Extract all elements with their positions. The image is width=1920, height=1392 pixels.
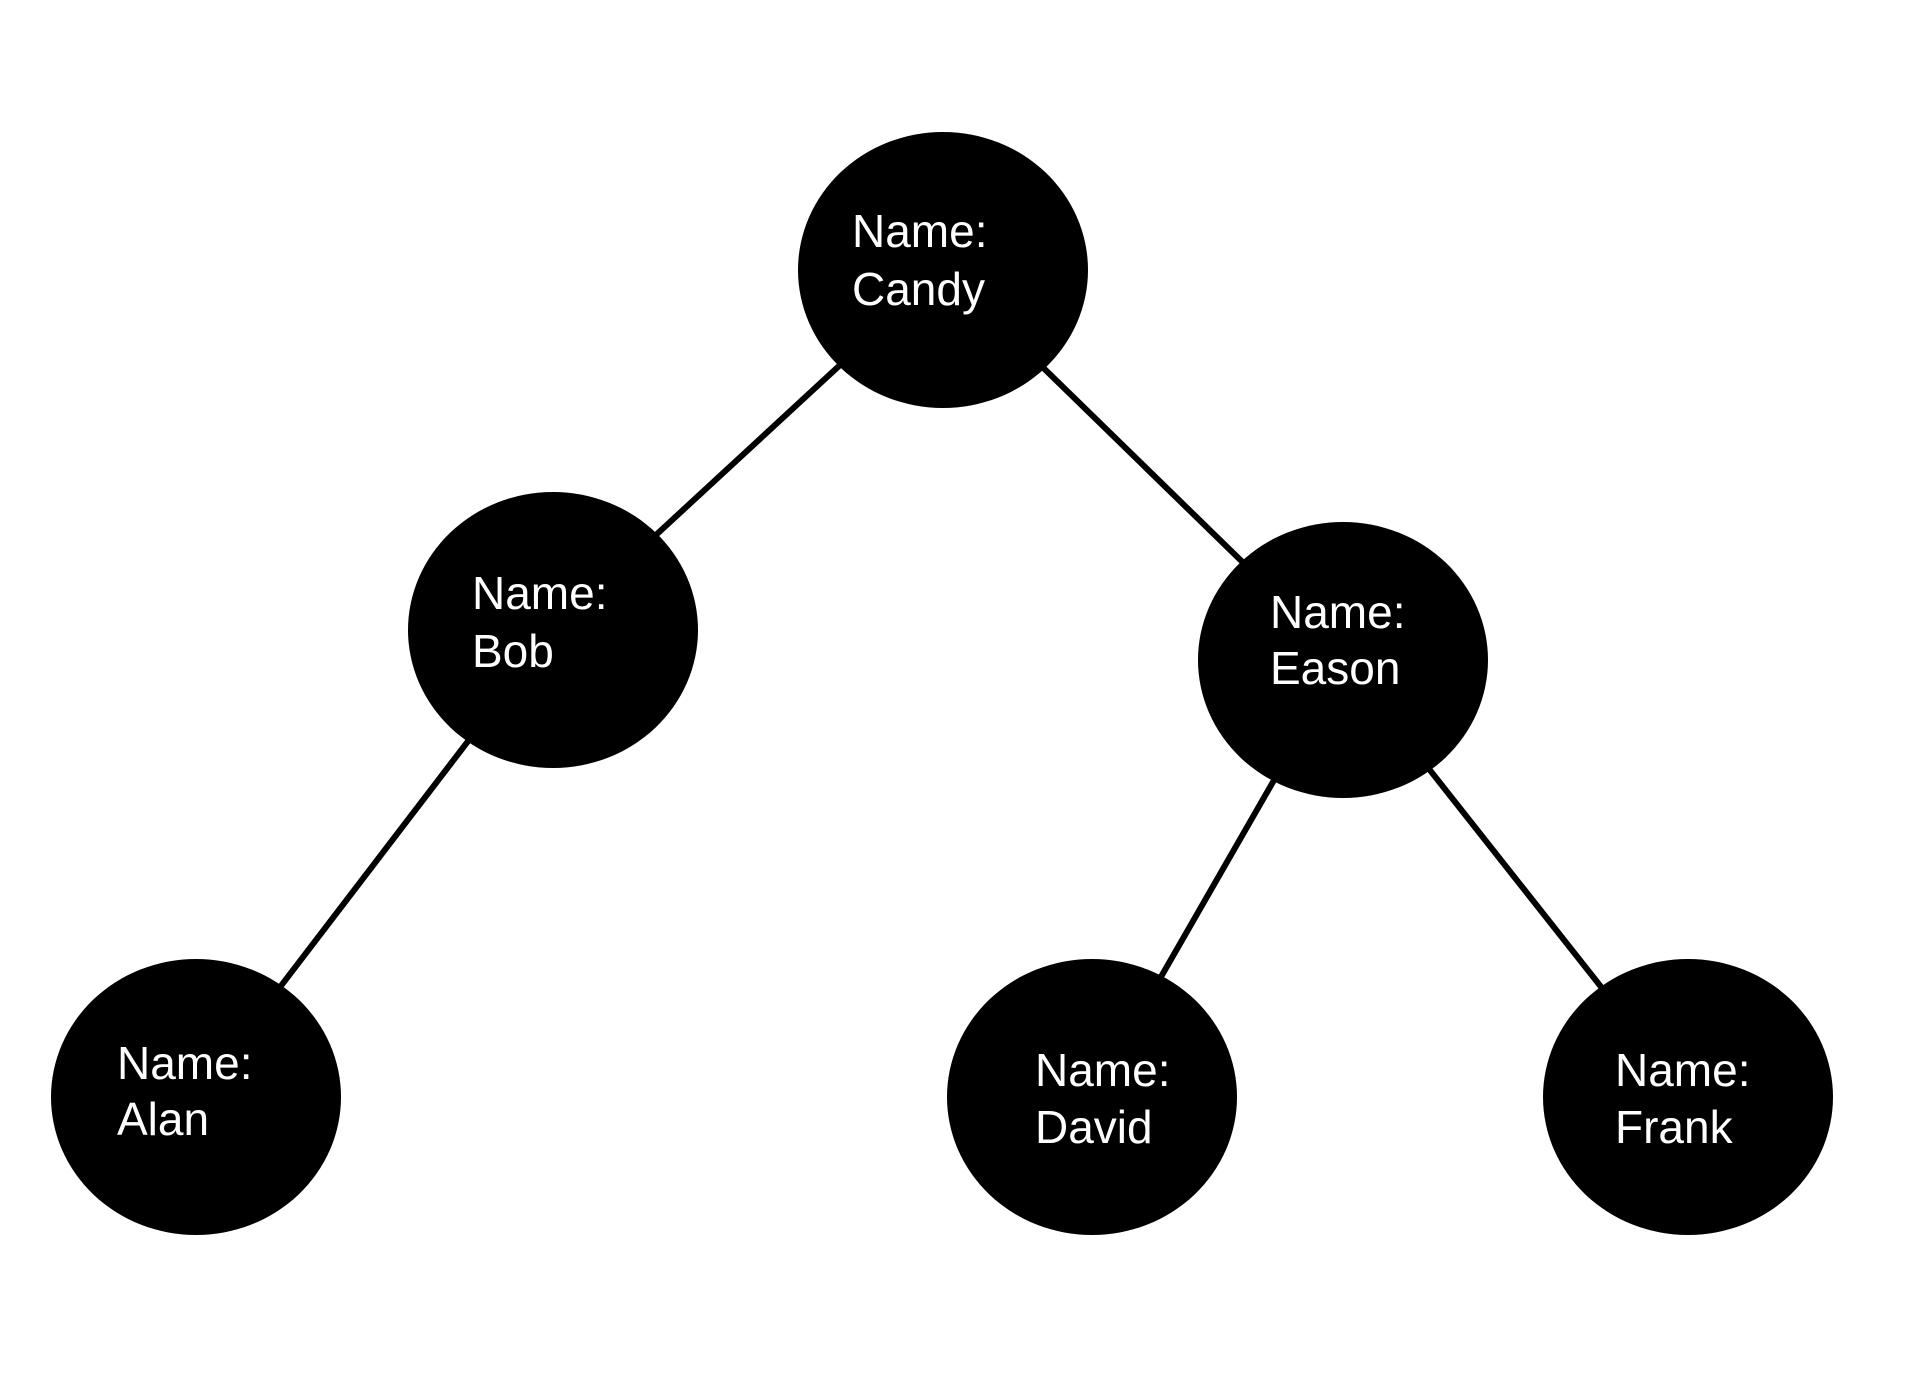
node-prefix-label: Name: bbox=[1035, 1044, 1170, 1096]
node-alan: Name:Alan bbox=[51, 959, 341, 1235]
node-prefix-label: Name: bbox=[1270, 586, 1405, 638]
node-circle bbox=[1198, 522, 1488, 798]
node-name-label: David bbox=[1035, 1101, 1153, 1153]
node-eason: Name:Eason bbox=[1198, 522, 1488, 798]
nodes-layer: Name:CandyName:BobName:EasonName:AlanNam… bbox=[51, 132, 1833, 1235]
node-prefix-label: Name: bbox=[117, 1037, 252, 1089]
node-prefix-label: Name: bbox=[1615, 1044, 1750, 1096]
node-circle bbox=[51, 959, 341, 1235]
node-name-label: Candy bbox=[852, 263, 985, 315]
node-circle bbox=[798, 132, 1088, 408]
node-bob: Name: Bob bbox=[408, 492, 698, 768]
node-circle bbox=[947, 959, 1237, 1235]
node-frank: Name:Frank bbox=[1543, 959, 1833, 1235]
node-name-label: Alan bbox=[117, 1093, 209, 1145]
node-candy: Name: Candy bbox=[798, 132, 1088, 408]
node-circle bbox=[408, 492, 698, 768]
node-circle bbox=[1543, 959, 1833, 1235]
node-prefix-label: Name: bbox=[472, 567, 607, 619]
node-name-label: Eason bbox=[1270, 642, 1400, 694]
node-name-label: Bob bbox=[472, 625, 554, 677]
node-name-label: Frank bbox=[1615, 1101, 1734, 1153]
node-prefix-label: Name: bbox=[852, 205, 987, 257]
node-david: Name:David bbox=[947, 959, 1237, 1235]
